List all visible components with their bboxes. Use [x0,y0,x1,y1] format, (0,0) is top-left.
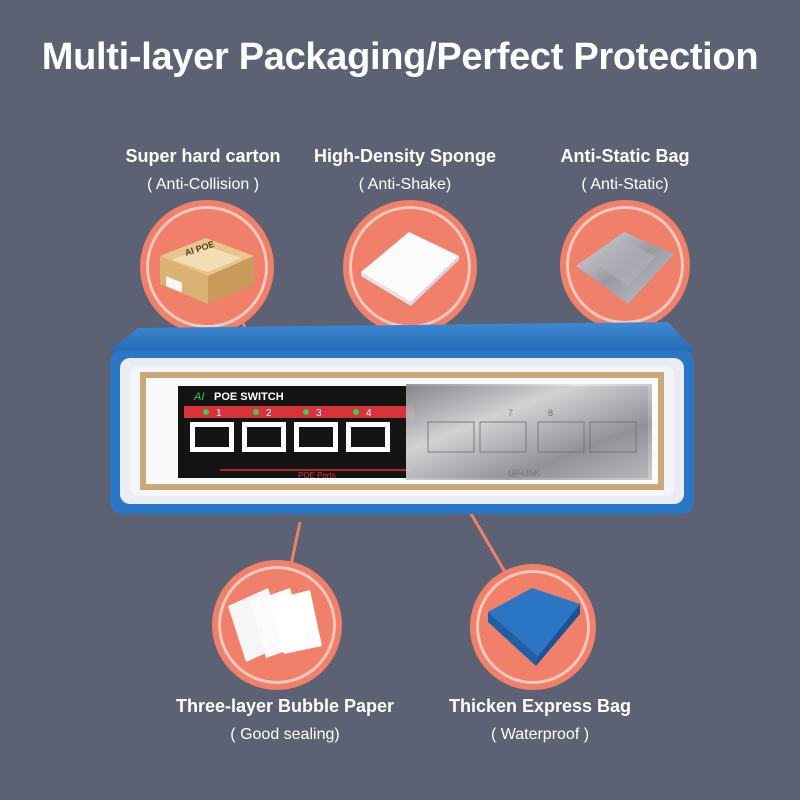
port-number-7: 7 [508,408,513,418]
uplink-label: UP-LINK [508,469,540,478]
antistatic-circle [560,200,690,330]
express-sub: ( Waterproof ) [490,726,590,743]
carton-circle: AI POE [140,200,274,334]
antistatic-bag-icon [576,232,674,304]
express-label: Thicken Express Bag ( Waterproof ) [425,696,655,744]
port-number-4: 4 [366,408,372,419]
express-name: Thicken Express Bag [448,696,632,716]
poe-ports-label: POE Ports [298,471,336,480]
bubble-circle [212,560,342,690]
carton-sub: ( Anti-Collision ) [146,176,260,193]
carton-label: Super hard carton ( Anti-Collision ) [108,146,298,194]
bubble-sub: ( Good sealing) [230,726,340,743]
port-number-2: 2 [266,408,272,419]
port-number-8: 8 [548,408,553,418]
sponge-circle [343,200,477,334]
bubble-name: Three-layer Bubble Paper [175,696,395,716]
antistatic-sub: ( Anti-Static) [581,176,669,193]
sponge-sheet-icon [361,232,459,306]
express-bag-icon [488,588,580,666]
page-title: Multi-layer Packaging/Perfect Protection [41,36,759,78]
sponge-sub: ( Anti-Shake) [358,176,452,193]
sponge-name: High-Density Sponge [313,146,496,166]
antistatic-name: Anti-Static Bag [560,146,690,166]
port-number-3: 3 [316,408,322,419]
package-illustration: AI POE SWITCH 1 2 3 4 POE Ports 7 8 UP-L… [108,322,696,514]
antistatic-label: Anti-Static Bag ( Anti-Static) [530,146,720,194]
express-circle [470,564,596,690]
carton-box-icon: AI POE [160,238,254,304]
carton-name: Super hard carton [125,146,281,166]
port-number-1: 1 [216,408,222,419]
sponge-label: High-Density Sponge ( Anti-Shake) [305,146,505,194]
switch-model-text: POE SWITCH [214,391,284,403]
bubble-paper-icon [228,588,322,662]
bubble-label: Three-layer Bubble Paper ( Good sealing) [150,696,420,744]
brand-mark: AI [193,391,204,403]
